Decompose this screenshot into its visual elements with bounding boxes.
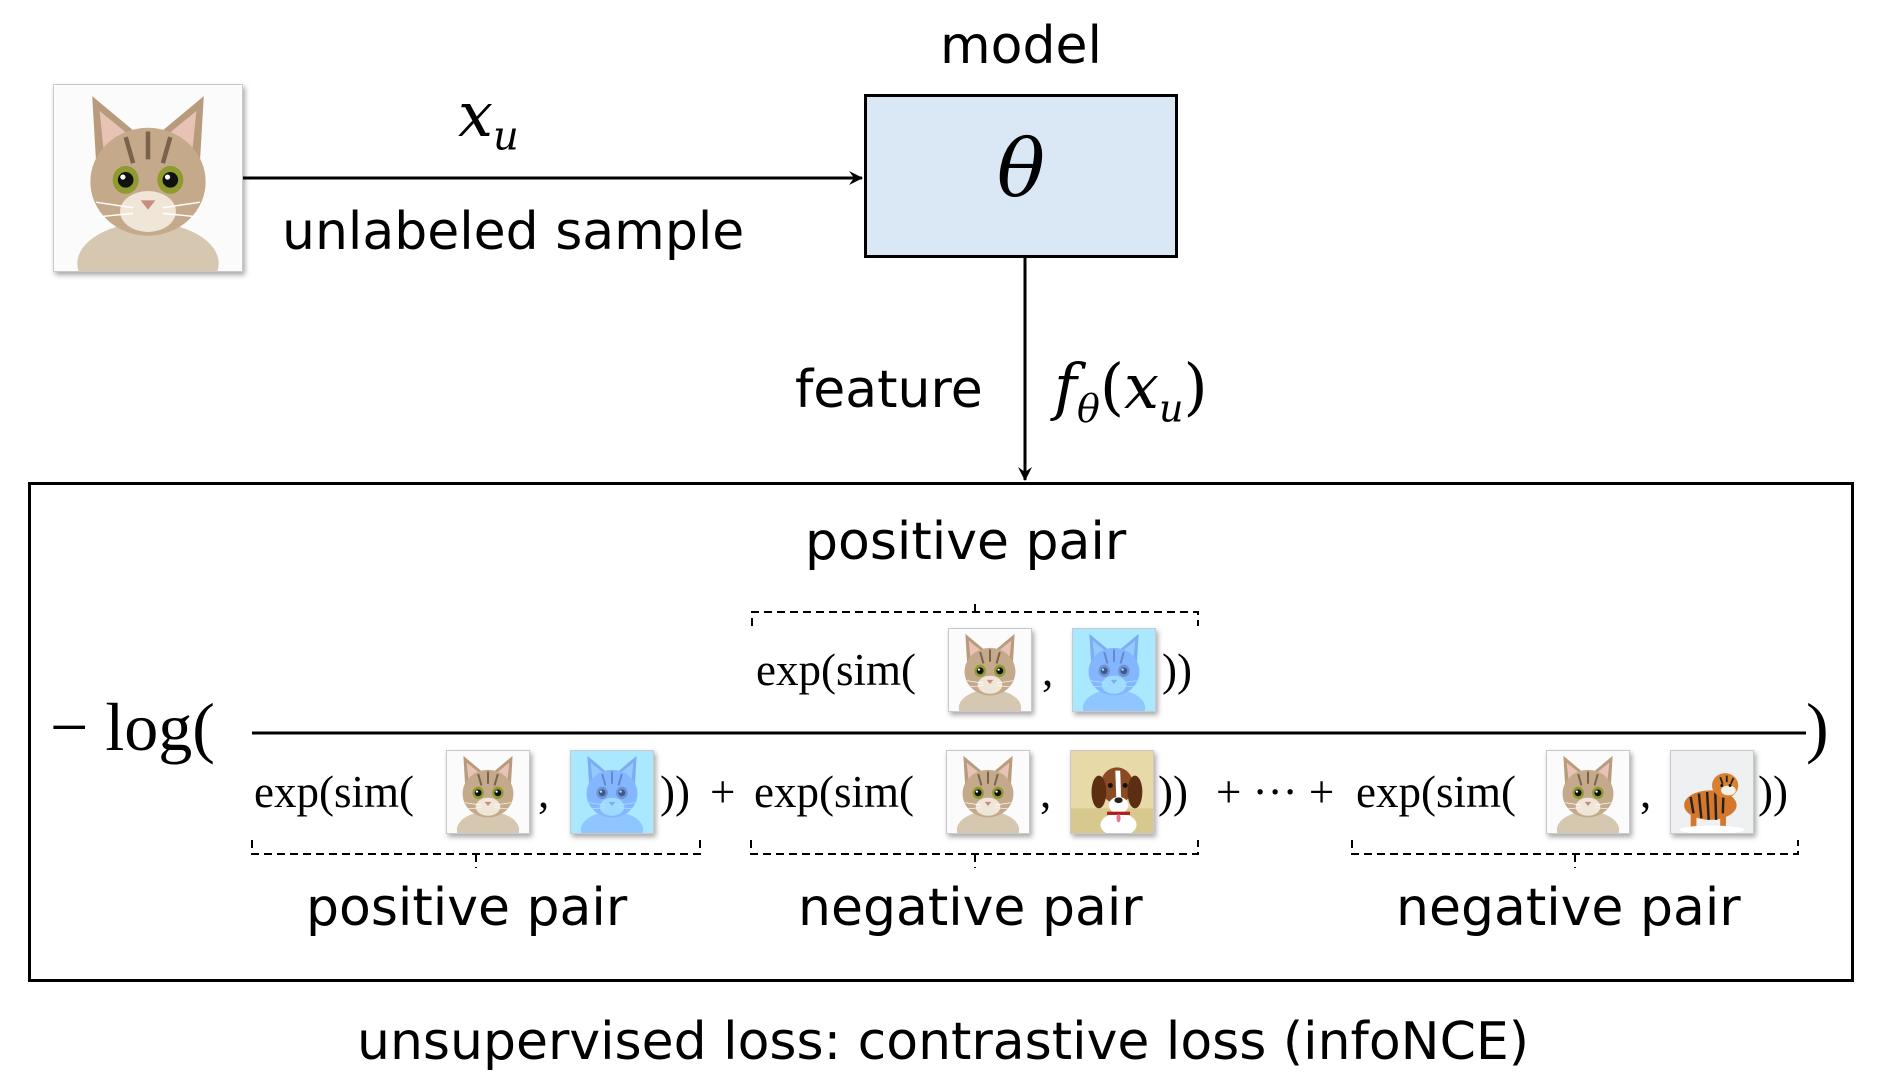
figure-caption: unsupervised loss: contrastive loss (inf…: [356, 1012, 1530, 1072]
cat-augmented-icon: [571, 751, 653, 833]
input-caption: unlabeled sample: [282, 202, 745, 262]
denominator-comma-2: ,: [1040, 767, 1052, 817]
denominator-comma-1: ,: [538, 767, 550, 817]
denominator-exp-open-3: exp(sim(: [1356, 767, 1516, 817]
denominator-exp-open-2: exp(sim(: [754, 767, 914, 817]
denominator-label-negative-2: negative pair: [1396, 878, 1741, 938]
denominator-anchor-image-2: [946, 750, 1030, 834]
denominator-ellipsis: + ··· +: [1216, 767, 1335, 817]
denominator-plus-1: +: [710, 767, 736, 817]
denominator-anchor-image-3: [1546, 750, 1630, 834]
denominator-brace-negative-dog: [750, 840, 1199, 868]
denominator-brace-positive: [251, 840, 701, 868]
input-symbol: xu: [458, 78, 519, 160]
numerator-brace: [751, 600, 1199, 626]
numerator-augmented-image: [1072, 628, 1156, 712]
negative-tiger-image: [1670, 750, 1754, 834]
model-label: model: [940, 16, 1102, 76]
denominator-anchor-image-1: [446, 750, 530, 834]
denominator-exp-close-2: )): [1158, 767, 1188, 817]
cat-augmented-icon: [1073, 629, 1155, 711]
denominator-label-negative-1: negative pair: [798, 878, 1143, 938]
denominator-augmented-image: [570, 750, 654, 834]
loss-prefix: − log(: [50, 689, 215, 765]
unlabeled-cat-image: [53, 84, 243, 272]
tiger-icon: [1671, 751, 1753, 833]
numerator-label: positive pair: [805, 512, 1127, 572]
model-box: [864, 94, 1178, 258]
beagle-dog-icon: [1071, 751, 1153, 833]
cat-photo-icon: [947, 751, 1029, 833]
numerator-exp-close: )): [1162, 645, 1192, 695]
input-subscript: u: [492, 113, 519, 160]
negative-dog-image: [1070, 750, 1154, 834]
denominator-label-positive: positive pair: [306, 878, 628, 938]
numerator-anchor-image: [948, 628, 1032, 712]
denominator-brace-negative-tiger: [1351, 840, 1799, 868]
loss-suffix: ): [1806, 689, 1829, 765]
loss-box: [28, 482, 1854, 982]
numerator-exp-open: exp(sim(: [756, 645, 916, 695]
numerator-comma: ,: [1042, 645, 1054, 695]
denominator-comma-3: ,: [1640, 767, 1652, 817]
feature-label: feature: [795, 360, 983, 420]
model-parameter: θ: [996, 122, 1046, 215]
denominator-exp-open-1: exp(sim(: [254, 767, 414, 817]
cat-photo-icon: [447, 751, 529, 833]
cat-photo-icon: [949, 629, 1031, 711]
denominator-exp-close-3: )): [1758, 767, 1788, 817]
feature-expression: fθ(xu): [1054, 350, 1208, 431]
denominator-exp-close-1: )): [660, 767, 690, 817]
cat-photo-icon: [1547, 751, 1629, 833]
